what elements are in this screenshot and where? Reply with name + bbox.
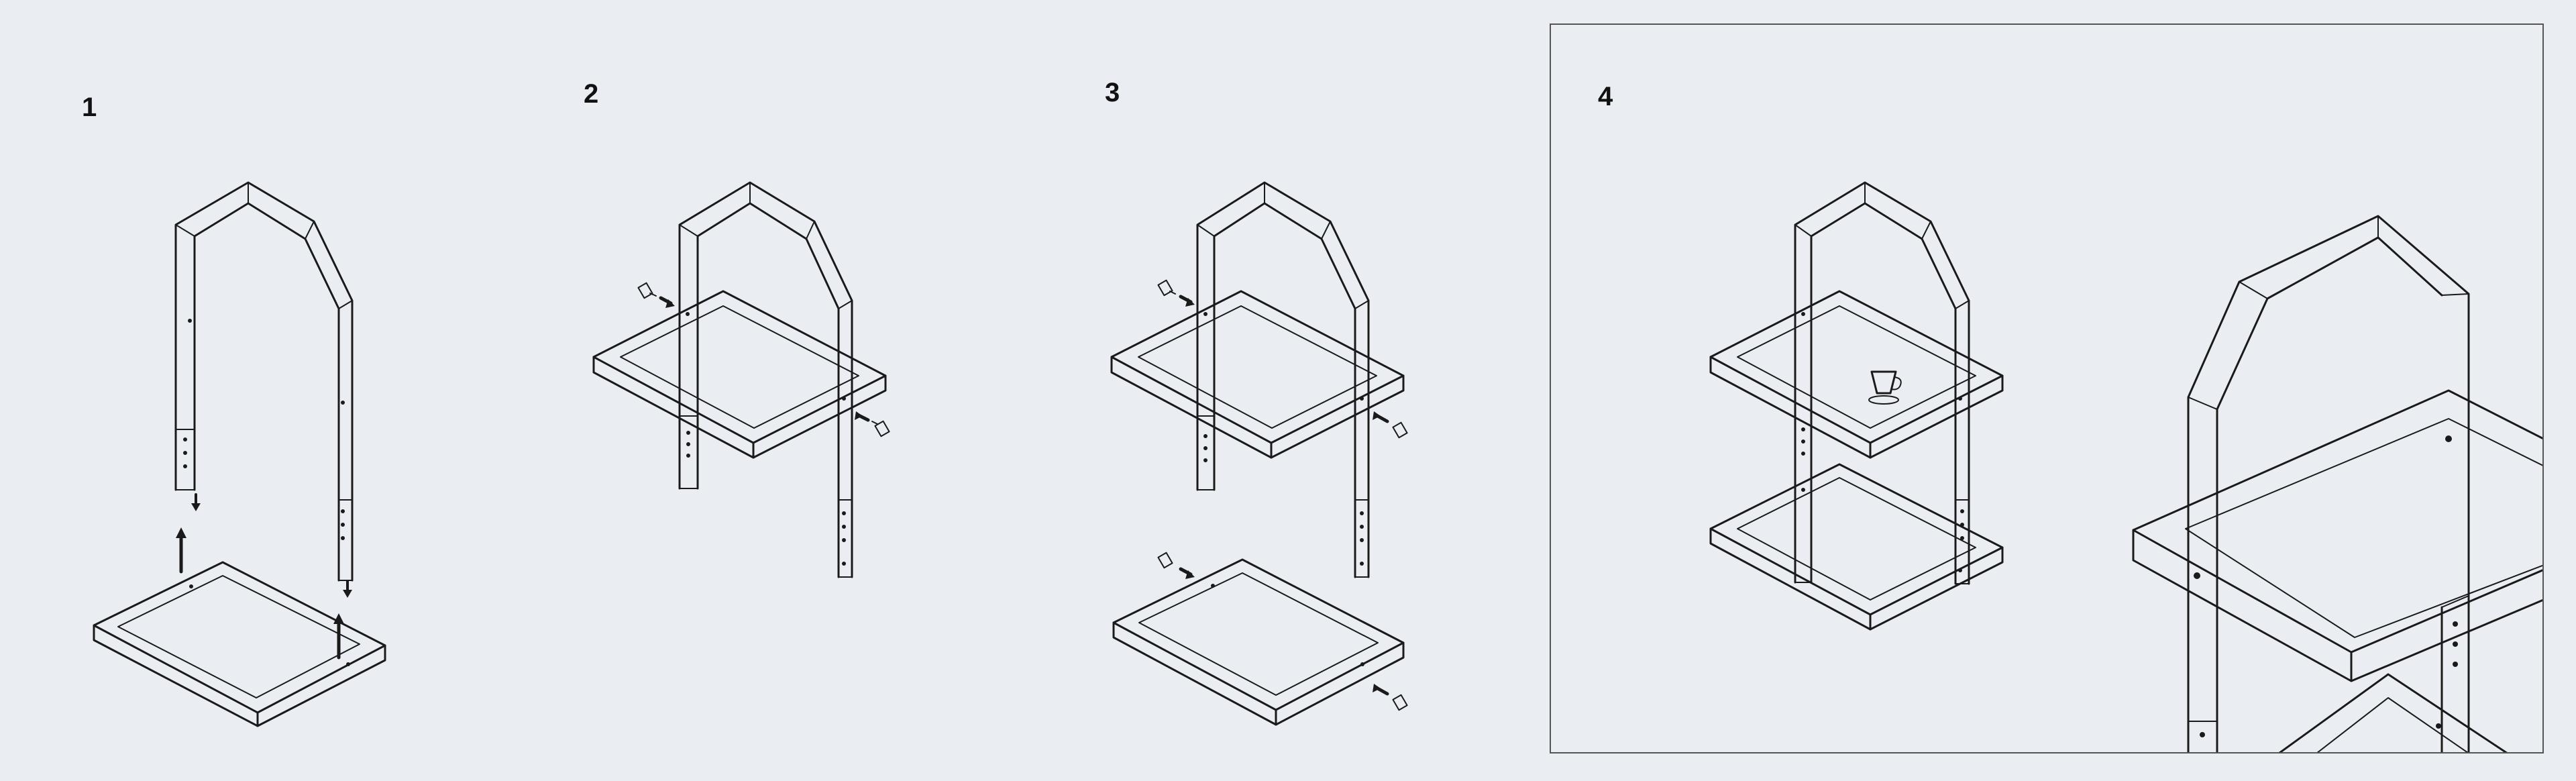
bottom-tray [93, 561, 386, 727]
arch-frame [1196, 181, 1370, 578]
top-tray [1110, 290, 1405, 459]
step-number-2: 2 [584, 79, 599, 109]
cup-icon [1868, 370, 1902, 405]
step-4-frame [1550, 23, 2544, 753]
step-number-3: 3 [1105, 78, 1120, 107]
screw-icon [1157, 279, 1408, 711]
zoom-detail [2132, 215, 2542, 752]
step-number-4: 4 [1598, 82, 1613, 111]
arch-frame [174, 181, 354, 582]
step-3-illustration [1110, 181, 1408, 726]
top-tray [592, 290, 887, 459]
step-2-illustration [592, 181, 890, 578]
assembled-shelf [1709, 181, 2004, 631]
step-4-panel [1550, 23, 2544, 753]
screw-icon [637, 282, 890, 437]
arrow-icon [176, 493, 352, 660]
step-1-illustration [93, 181, 386, 727]
step-number-1: 1 [82, 93, 97, 122]
arch-frame [678, 181, 853, 578]
bottom-tray [1112, 558, 1405, 726]
